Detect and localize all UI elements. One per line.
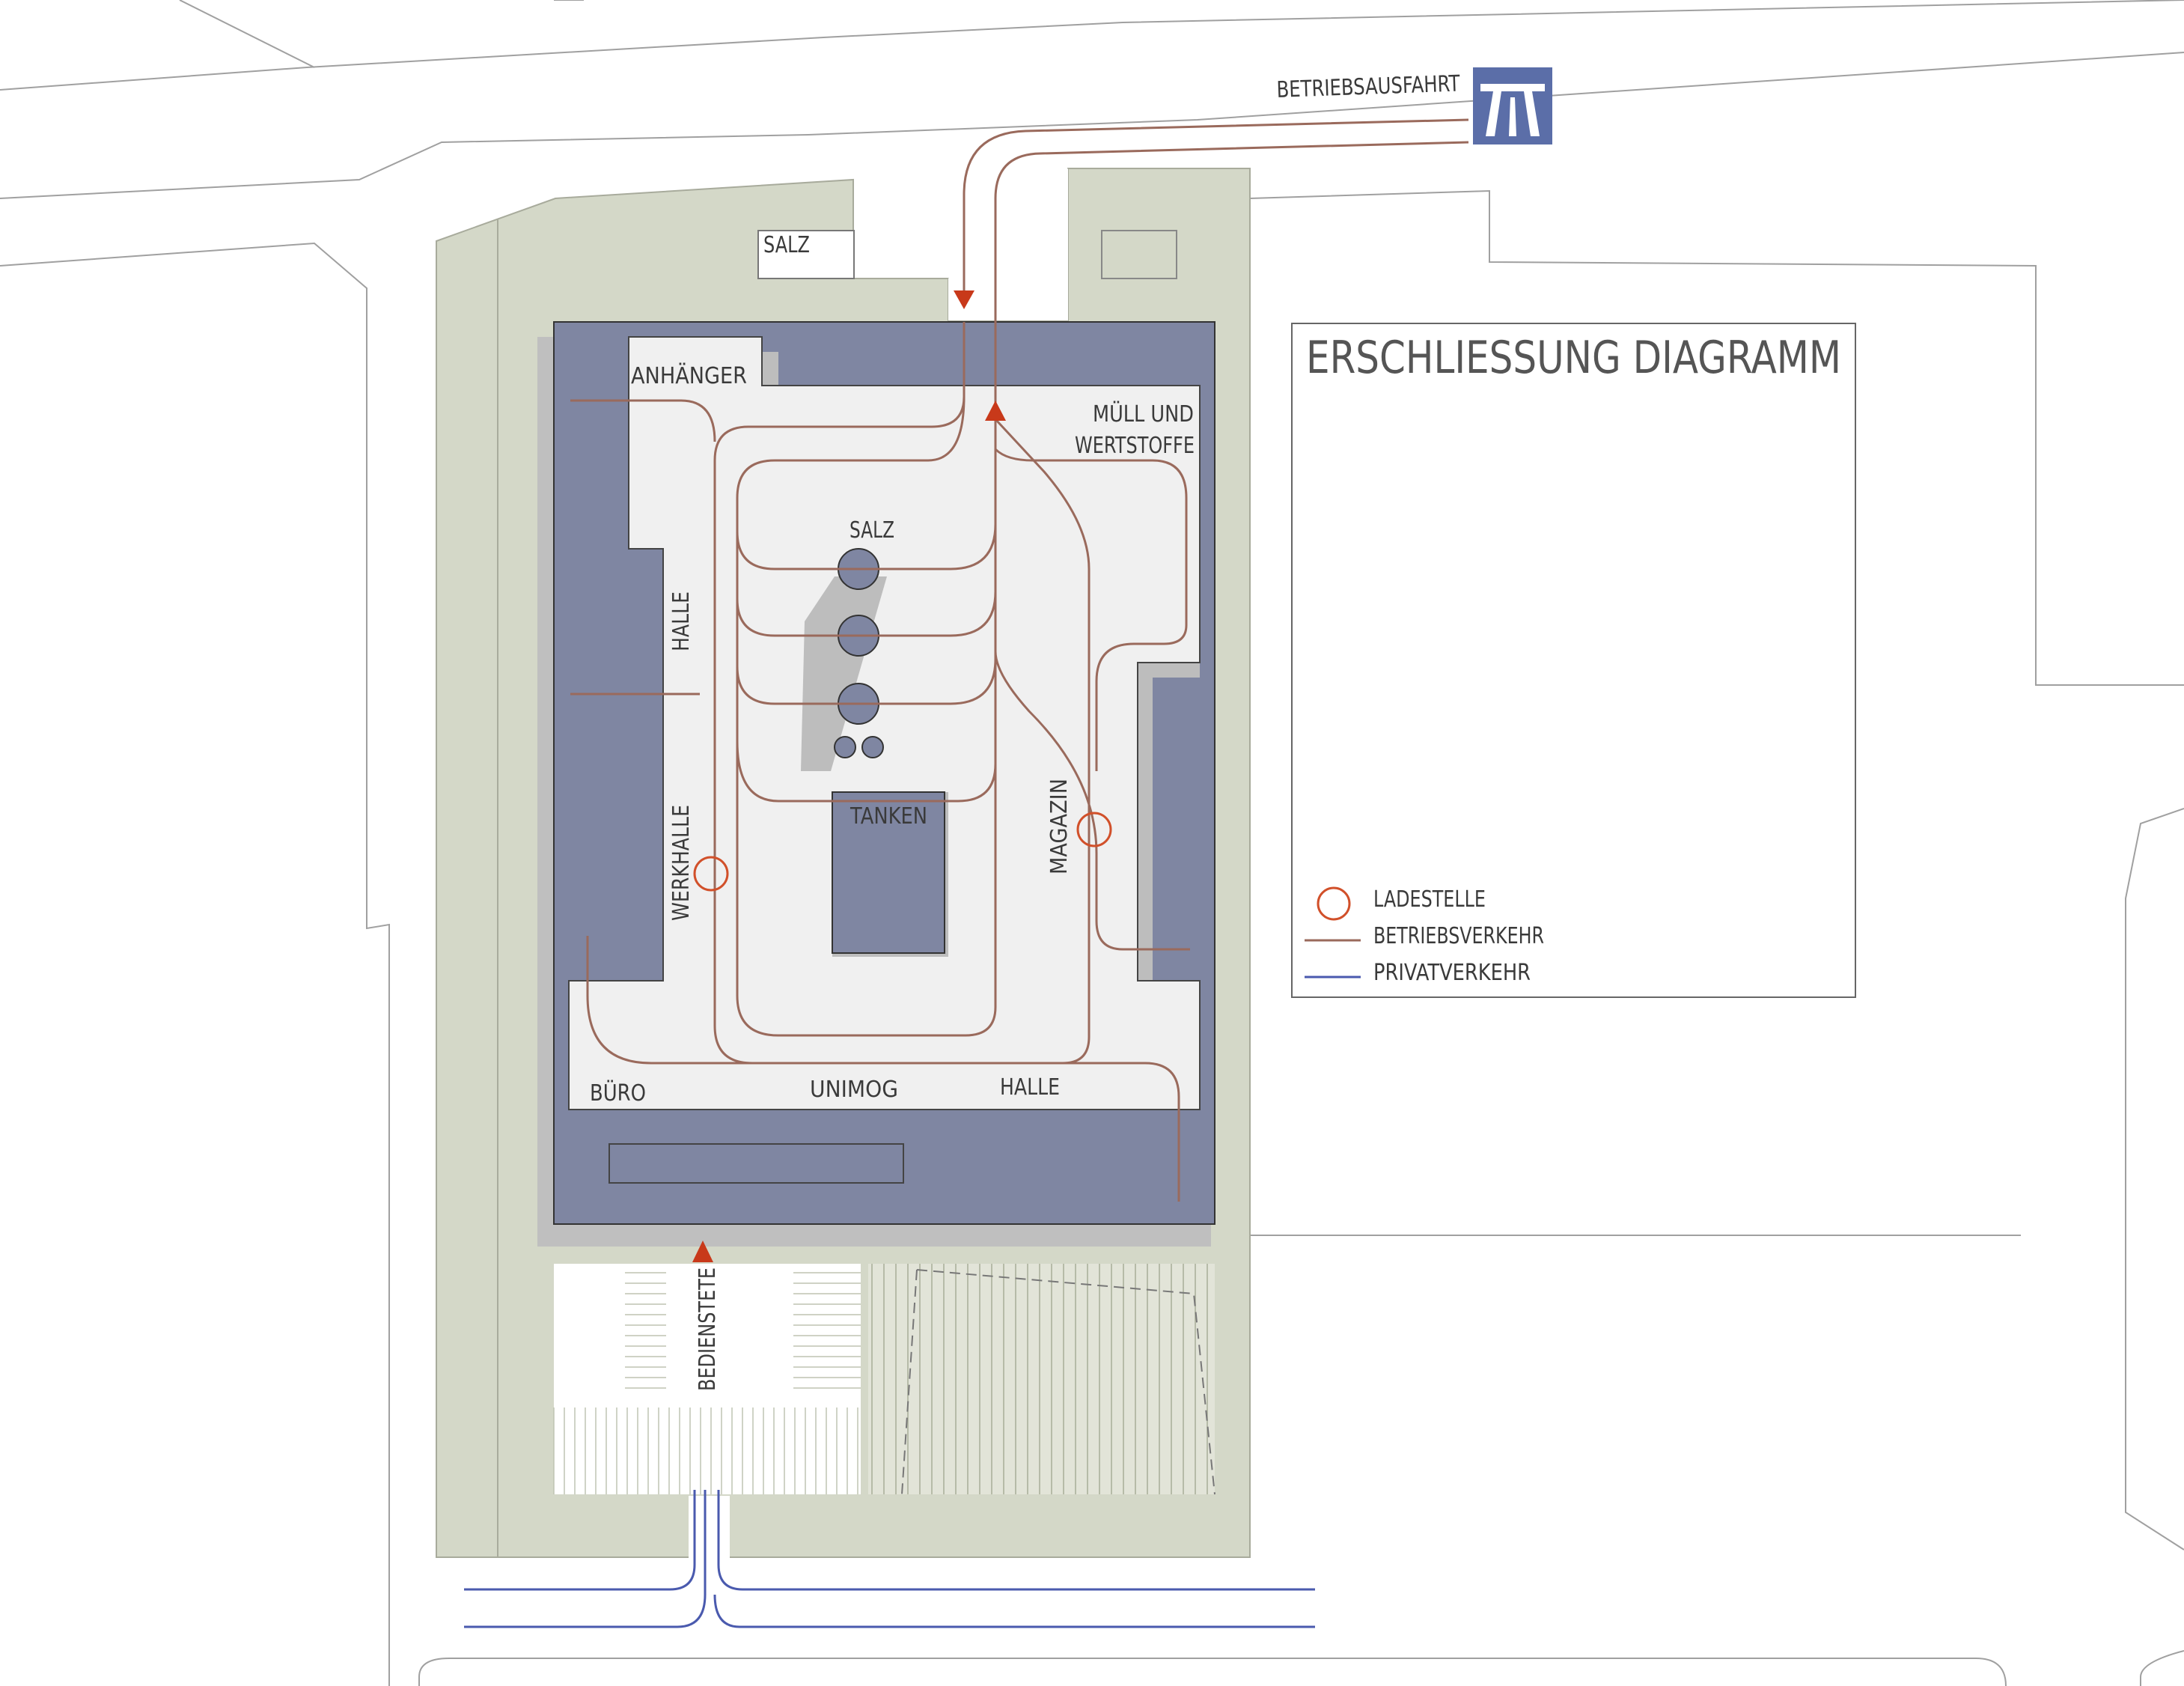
betriebsverkehr-lines: [570, 118, 1469, 1202]
label-halle-left: HALLE: [668, 591, 695, 651]
triangle-down-icon: [954, 290, 974, 309]
label-salz-silos: SALZ: [849, 517, 894, 544]
label-halle-bottom: HALLE: [1000, 1074, 1060, 1101]
parking-lots-right: [871, 1264, 1208, 1494]
legend-privatverkehr: PRIVATVERKEHR: [1373, 960, 1531, 986]
label-werkhalle: WERKHALLE: [668, 805, 695, 921]
label-bedienstete: BEDIENSTETE: [695, 1267, 721, 1391]
legend-panel: [1291, 323, 1856, 998]
legend-ladestelle: LADESTELLE: [1373, 886, 1486, 913]
exit-lane-gap: [948, 168, 1068, 320]
label-salz-storage: SALZ: [763, 232, 810, 258]
parking-area: [553, 1264, 1215, 1495]
diagram-title: ERSCHLIESSUNG DIAGRAMM: [1306, 332, 1841, 384]
storage-box-right: [1101, 230, 1177, 279]
legend: LADESTELLE BETRIEBSVERKEHR PRIVATVERKEHR: [1305, 886, 1544, 986]
motorway-icon: [1473, 67, 1552, 144]
label-buero: BÜRO: [590, 1080, 646, 1107]
label-muell-line1: MÜLL UND: [1093, 401, 1194, 427]
ladestelle-werkhalle: [693, 856, 729, 892]
inner-yard: [568, 336, 1201, 1110]
label-unimog: UNIMOG: [810, 1077, 898, 1103]
triangle-up-icon: [692, 1241, 713, 1262]
tanken-building: [832, 791, 945, 954]
label-betriebsausfahrt: BETRIEBSAUSFAHRT: [1276, 70, 1461, 103]
ladestelle-legend-icon: [1317, 886, 1351, 921]
label-tanken: TANKEN: [849, 803, 927, 830]
building-annex: [608, 1143, 904, 1184]
label-magazin: MAGAZIN: [1046, 779, 1073, 874]
salz-storage-box: [757, 230, 855, 279]
silo-4: [834, 736, 856, 758]
label-anhaenger: ANHÄNGER: [631, 362, 747, 389]
triangle-up-icon: [985, 401, 1006, 421]
silo-5: [861, 736, 884, 758]
legend-betriebsverkehr: BETRIEBSVERKEHR: [1373, 923, 1544, 949]
label-muell-line2: WERTSTOFFE: [1075, 433, 1195, 459]
ladestelle-magazin: [1076, 812, 1112, 847]
parking-lots-left: [553, 1272, 861, 1494]
privatverkehr-lines: [464, 1490, 1315, 1628]
